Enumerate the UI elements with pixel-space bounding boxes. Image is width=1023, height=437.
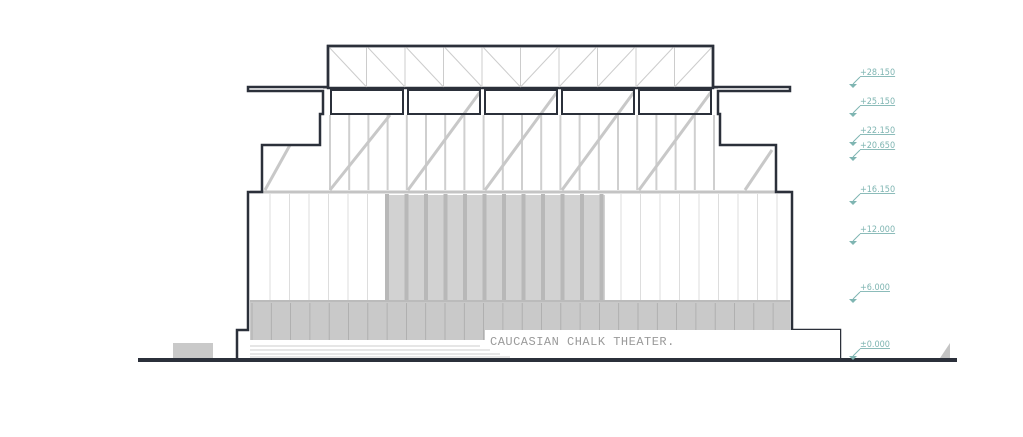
truss-diagonal [558,45,598,88]
level-leader [852,105,861,114]
mullions [251,115,778,340]
level-leader [852,348,861,357]
entrance-steps [250,345,510,358]
truss-diagonal [327,45,367,88]
level-label: +20.650 [860,141,895,151]
site-object-right [940,343,950,358]
truss-diagonal [520,45,560,88]
level-leader [852,134,861,143]
level-triangle-icon [849,201,857,205]
level-triangle-icon [849,241,857,245]
level-leader [852,291,861,300]
truss-diagonal [366,45,406,88]
clerestory-windows [330,89,712,115]
level-label: +28.150 [860,68,895,78]
level-label: +12.000 [860,225,895,235]
truss-diagonal [443,45,483,88]
diagonal-bracing [263,91,774,191]
level-triangle-icon [849,299,857,303]
level-label: +25.150 [860,97,895,107]
diagonal-brace [406,91,482,191]
truss-diagonal [404,45,444,88]
auditorium-volume [385,195,605,300]
clerestory-window [407,89,481,115]
clerestory-window [330,89,404,115]
truss-diagonal [674,45,714,88]
theater-sign: CAUCASIAN CHALK THEATER. [490,335,675,349]
clerestory-window [638,89,712,115]
level-triangle-icon [849,84,857,88]
level-label: +22.150 [860,126,895,136]
diagonal-brace [637,91,713,191]
clerestory-window [561,89,635,115]
diagonal-brace [263,144,292,191]
diagonal-brace [560,91,636,191]
clerestory-window [484,89,558,115]
diagonal-brace [743,149,774,191]
level-leader [852,149,861,158]
truss-diagonal [597,45,637,88]
level-leader [852,233,861,242]
truss-diagonal [635,45,675,88]
level-markers: +28.150 +25.150 +22.150 +20.650 +16.150 +12.0… [849,68,895,360]
diagonal-brace [328,114,392,191]
truss-diagonal [481,45,521,88]
sign-panel [485,330,840,358]
level-label: +16.150 [860,185,895,195]
level-leader [852,193,861,202]
building-outline [235,44,842,360]
level-label: ±0.000 [860,340,890,350]
site-object-left [173,343,213,359]
truss-members [327,45,714,88]
level-triangle-icon [849,142,857,146]
level-leader [852,76,861,85]
level-triangle-icon [849,157,857,161]
level-label: +6.000 [860,283,890,293]
level-triangle-icon [849,113,857,117]
level-triangle-icon [849,356,857,360]
diagonal-brace [483,91,559,191]
